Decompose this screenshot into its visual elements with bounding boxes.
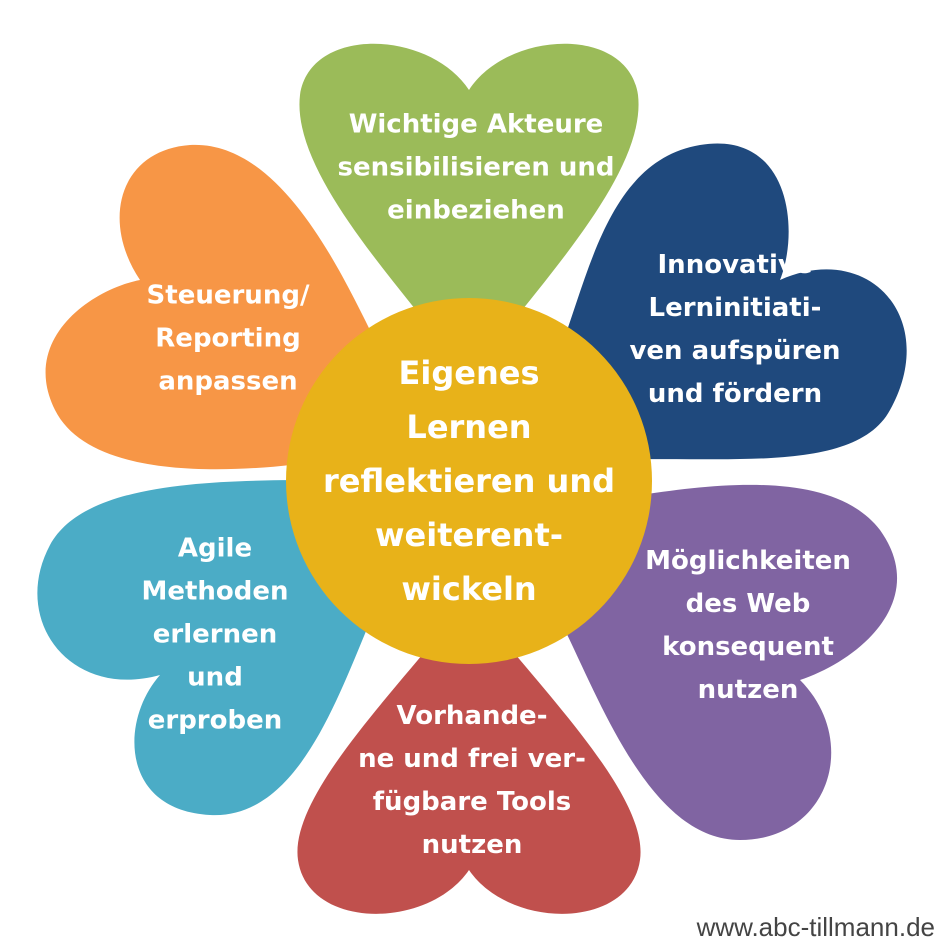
petal-line: Reporting	[155, 323, 301, 354]
petal-line: Möglichkeiten	[645, 546, 851, 576]
petal-top-shape	[299, 43, 639, 380]
petal-line: des Web	[685, 589, 811, 619]
petal-line: einbeziehen	[387, 195, 565, 226]
footer-url: www.abc-tillmann.de	[696, 912, 935, 942]
petal-line: fügbare Tools	[372, 787, 572, 817]
petal-line: Vorhande-	[396, 701, 548, 731]
petal-lower-left-shape	[37, 480, 375, 816]
petal-line: und fördern	[647, 379, 823, 409]
center-line: Eigenes	[398, 354, 540, 392]
petal-lower-left-label: Agile Methoden erlernen und erproben	[141, 528, 288, 743]
petal-upper-left-label: Steuerung/ Reporting anpassen	[147, 275, 310, 404]
center-line: Lernen	[406, 408, 532, 446]
petal-lower-right-shape	[560, 484, 898, 840]
petal-line: Methoden	[141, 576, 289, 607]
petal-line: erlernen	[152, 619, 278, 650]
petal-line: nutzen	[697, 675, 799, 705]
petal-line: Wichtige Akteure	[348, 109, 604, 140]
petal-upper-left-shape	[45, 144, 375, 470]
center-line: wickeln	[401, 570, 537, 608]
center-circle	[286, 298, 652, 664]
petal-bottom-shape	[297, 595, 641, 914]
petal-line: Agile	[177, 533, 253, 564]
center-label: Eigenes Lernen reflektieren und weiteren…	[323, 346, 615, 616]
petal-line: erproben	[147, 705, 283, 736]
petal-upper-right-shape	[560, 143, 907, 461]
petal-line: und	[187, 662, 243, 693]
petal-line: sensibilisieren und	[337, 152, 615, 183]
petal-line: Steuerung/	[146, 280, 310, 311]
center-line: reflektieren und	[322, 462, 616, 500]
petal-line: konsequent	[662, 632, 834, 662]
petal-upper-right-label: Innovative Lerninitiati- ven aufspüren u…	[629, 244, 840, 416]
center-line: weiterent-	[374, 516, 564, 554]
petal-line: ne und frei ver-	[358, 744, 586, 774]
petal-line: nutzen	[421, 830, 523, 860]
petal-lower-right-label: Möglichkeiten des Web konsequent nutzen	[645, 540, 851, 712]
petal-line: Innovative	[657, 250, 813, 280]
petal-bottom-label: Vorhande- ne und frei ver- fügbare Tools…	[358, 695, 586, 867]
petal-line: anpassen	[158, 366, 298, 397]
petal-top-label: Wichtige Akteure sensibilisieren und ein…	[337, 104, 614, 233]
petal-line: Lerninitiati-	[648, 293, 822, 323]
petal-line: ven aufspüren	[629, 336, 841, 366]
